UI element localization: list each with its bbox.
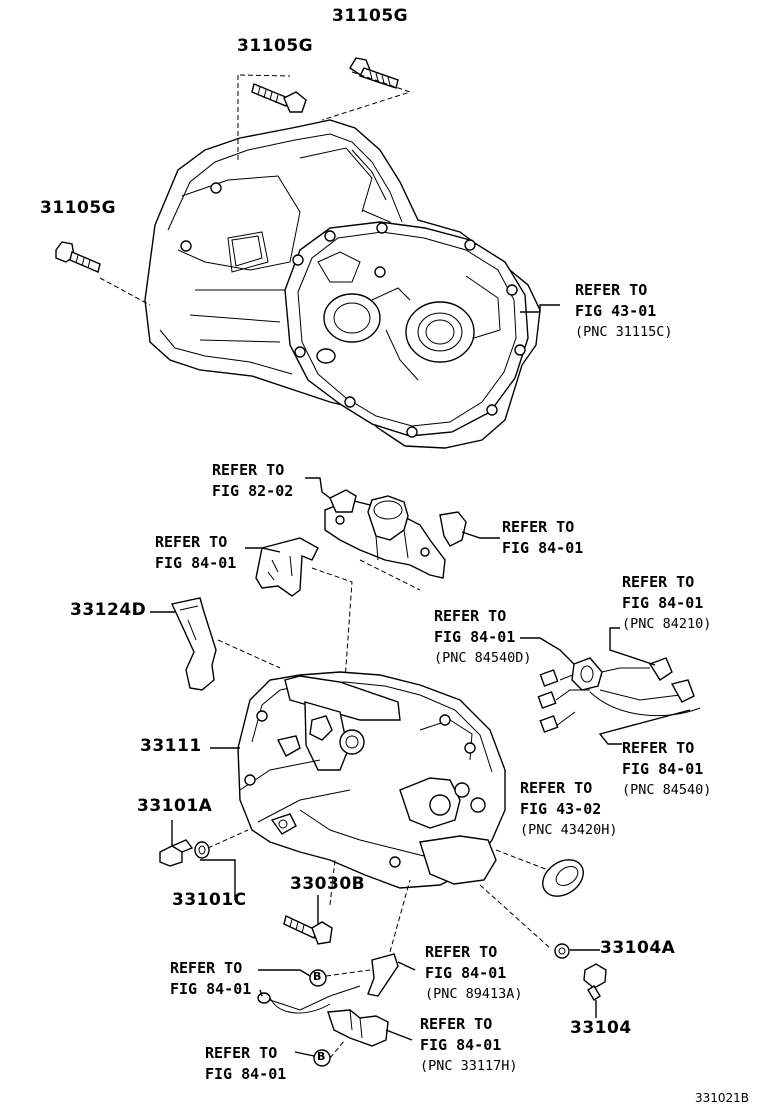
ref-line: FIG 43-01 — [575, 302, 657, 320]
ref-line: FIG 43-02 — [520, 800, 602, 818]
ref-line: REFER TO — [622, 573, 695, 591]
ref-line: (PNC 89413A) — [425, 986, 523, 1002]
circle-mark-b1-letter: B — [313, 970, 322, 983]
ref-line: (PNC 31115C) — [575, 324, 673, 340]
ref-line: FIG 84-01 — [425, 964, 507, 982]
ref-line: FIG 84-01 — [205, 1065, 287, 1083]
ref-label-clip-right: REFER TO FIG 84-01 — [502, 517, 583, 559]
bolt-31105g-top — [349, 57, 399, 89]
ref-label-wire-b1: REFER TO FIG 84-01 — [170, 958, 251, 1000]
ref-line: FIG 84-01 — [434, 628, 516, 646]
part-label-33111: 33111 — [140, 736, 202, 756]
ref-label-harness-84210: REFER TO FIG 84-01 (PNC 84210) — [622, 572, 711, 635]
part-label-33104a: 33104A — [600, 938, 676, 958]
shift-cover — [255, 489, 467, 597]
diagram-code: 331021B — [695, 1091, 750, 1105]
circle-mark-b1 — [309, 969, 327, 987]
plug-33104 — [583, 963, 607, 1001]
gasket-33104a — [554, 943, 570, 959]
part-label-31105g-top: 31105G — [332, 6, 409, 26]
oil-seal — [542, 859, 584, 897]
part-label-33104: 33104 — [570, 1018, 632, 1038]
ref-line: (PNC 43420H) — [520, 822, 618, 838]
ref-line: (PNC 84210) — [622, 616, 712, 632]
ref-line: REFER TO — [212, 461, 285, 479]
ref-line: REFER TO — [502, 518, 575, 536]
ref-line: REFER TO — [622, 739, 695, 757]
bolt-31105g-mid — [251, 83, 307, 113]
ref-line: FIG 84-01 — [420, 1036, 502, 1054]
ref-line: REFER TO — [155, 533, 228, 551]
ref-line: REFER TO — [170, 959, 243, 977]
ref-line: REFER TO — [434, 607, 507, 625]
part-label-33030b: 33030B — [290, 874, 366, 894]
ref-line: FIG 84-01 — [622, 594, 704, 612]
part-label-33124d: 33124D — [70, 600, 147, 620]
speed-sensor — [257, 953, 399, 1014]
ref-label-switch-33117h: REFER TO FIG 84-01 (PNC 33117H) — [420, 1014, 518, 1077]
ref-line: REFER TO — [575, 281, 648, 299]
bolt-31105g-left — [55, 241, 101, 273]
transmission-housing — [144, 119, 541, 449]
ref-label-bracket-left: REFER TO FIG 84-01 — [155, 532, 236, 574]
circle-mark-b2-letter: B — [317, 1050, 326, 1063]
ref-line: (PNC 33117H) — [420, 1058, 518, 1074]
gasket-33101c — [194, 841, 210, 859]
ref-line: REFER TO — [420, 1015, 493, 1033]
backup-switch — [327, 1009, 389, 1047]
ref-line: REFER TO — [205, 1044, 278, 1062]
part-label-31105g-left: 31105G — [40, 198, 117, 218]
ref-line: FIG 84-01 — [502, 539, 584, 557]
bracket-33124d — [170, 597, 217, 691]
plug-33101a — [159, 839, 194, 867]
ref-line: FIG 84-01 — [170, 980, 252, 998]
part-label-31105g-mid: 31105G — [237, 36, 314, 56]
ref-label-harness-84540: REFER TO FIG 84-01 (PNC 84540) — [622, 738, 711, 801]
ref-label-housing: REFER TO FIG 43-01 (PNC 31115C) — [575, 280, 673, 343]
ref-line: (PNC 84540D) — [434, 650, 532, 666]
ref-label-fig8202: REFER TO FIG 82-02 — [212, 460, 293, 502]
part-label-33101c: 33101C — [172, 890, 247, 910]
ref-line: FIG 84-01 — [155, 554, 237, 572]
ref-line: FIG 84-01 — [622, 760, 704, 778]
transmission-case — [237, 671, 506, 889]
bolt-33030b — [283, 915, 333, 945]
ref-label-seal-43420h: REFER TO FIG 43-02 (PNC 43420H) — [520, 778, 618, 841]
ref-label-sensor-89413a: REFER TO FIG 84-01 (PNC 89413A) — [425, 942, 523, 1005]
part-label-33101a: 33101A — [137, 796, 213, 816]
ref-label-wire-b2: REFER TO FIG 84-01 — [205, 1043, 286, 1085]
ref-label-harness-84540d: REFER TO FIG 84-01 (PNC 84540D) — [434, 606, 532, 669]
ref-line: FIG 82-02 — [212, 482, 294, 500]
ref-line: (PNC 84540) — [622, 782, 712, 798]
wire-harness — [537, 657, 701, 733]
ref-line: REFER TO — [520, 779, 593, 797]
ref-line: REFER TO — [425, 943, 498, 961]
